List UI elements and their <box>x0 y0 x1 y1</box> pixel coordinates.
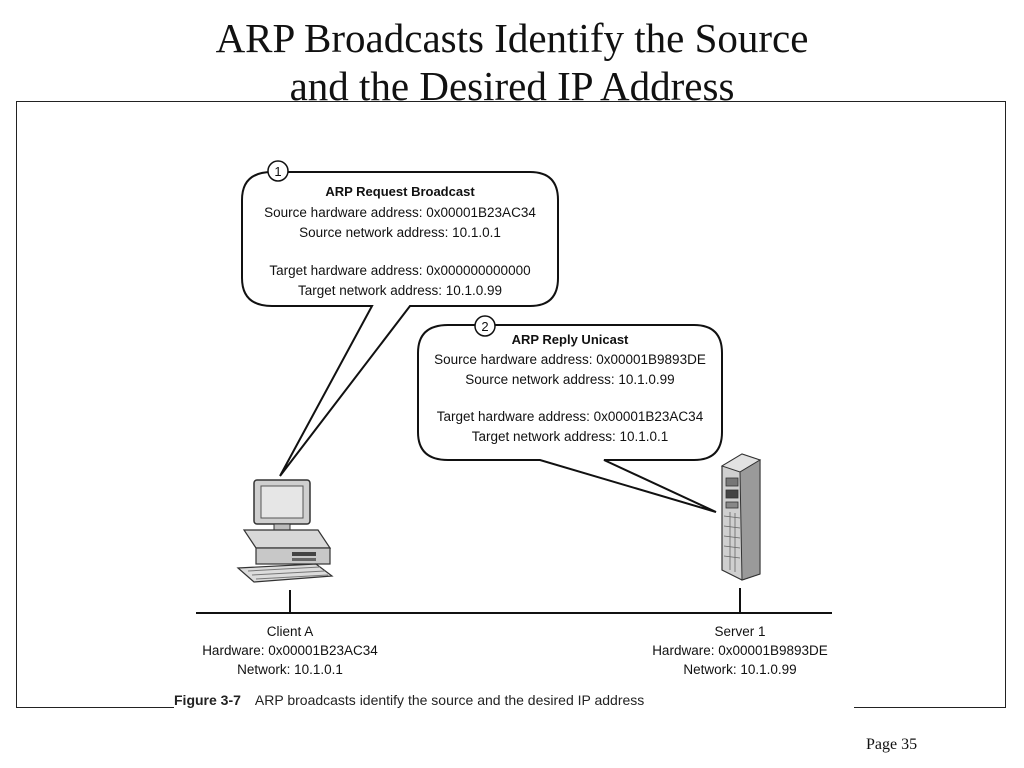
reply-step-circle <box>474 315 496 337</box>
request-source-net: Source network address: 10.1.0.1 <box>299 225 501 240</box>
server-tower-icon <box>720 453 762 581</box>
page-number: Page 35 <box>866 736 918 753</box>
reply-target-hw: Target hardware address: 0x00001B23AC34 <box>437 409 704 424</box>
request-target-hw: Target hardware address: 0x000000000000 <box>269 263 530 278</box>
request-bubble <box>241 171 559 477</box>
reply-source-net: Source network address: 10.1.0.99 <box>465 372 674 387</box>
server-name: Server 1 <box>714 624 765 639</box>
figure-number: Figure 3-7 <box>174 692 241 708</box>
request-heading: ARP Request Broadcast <box>325 184 475 199</box>
figure-caption: Figure 3-7 ARP broadcasts identify the s… <box>174 692 854 720</box>
figure-caption-text: ARP broadcasts identify the source and t… <box>254 692 645 708</box>
request-target-net: Target network address: 10.1.0.99 <box>298 283 502 298</box>
slide-title: ARP Broadcasts Identify the Source and t… <box>0 14 1024 110</box>
request-step-circle <box>267 160 289 182</box>
server-hardware: Hardware: 0x00001B9893DE <box>652 643 828 658</box>
reply-source-hw: Source hardware address: 0x00001B9893DE <box>434 352 706 367</box>
request-source-hw: Source hardware address: 0x00001B23AC34 <box>264 205 536 220</box>
reply-step-number: 2 <box>481 319 488 334</box>
title-line-1: ARP Broadcasts Identify the Source <box>215 15 809 61</box>
client-hardware: Hardware: 0x00001B23AC34 <box>202 643 378 658</box>
reply-bubble <box>417 324 723 513</box>
reply-target-net: Target network address: 10.1.0.1 <box>472 429 669 444</box>
request-step-number: 1 <box>274 164 281 179</box>
client-network: Network: 10.1.0.1 <box>237 662 343 677</box>
client-computer-icon <box>236 479 334 583</box>
client-name: Client A <box>267 624 314 639</box>
server-network: Network: 10.1.0.99 <box>683 662 796 677</box>
reply-heading: ARP Reply Unicast <box>512 332 629 347</box>
